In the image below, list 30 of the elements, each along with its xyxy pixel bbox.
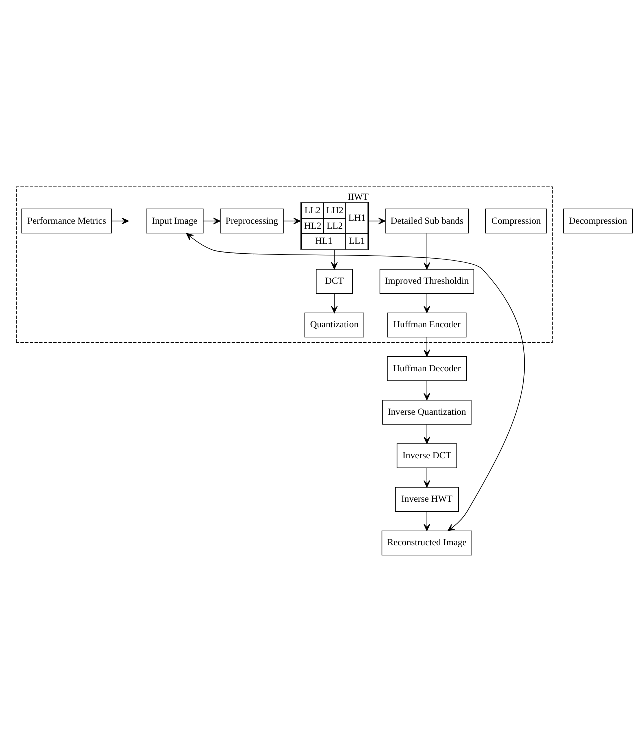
node-box: Performance Metrics (22, 208, 112, 234)
arrow (283, 217, 301, 224)
node-box: Reconstructed Image (382, 530, 472, 556)
arrow (203, 217, 221, 224)
node-box: Huffman Encoder (388, 312, 467, 338)
arrow (424, 424, 430, 444)
arrow (424, 336, 430, 356)
node-box: DCT (316, 268, 354, 294)
node-box: Quantization (304, 312, 364, 338)
node-box: Inverse Quantization (382, 400, 472, 424)
arrow (331, 293, 338, 313)
node-box: Detailed Sub bands (385, 208, 470, 234)
arrow (424, 467, 430, 488)
arrow (331, 249, 338, 270)
node-box: Improved Thresholdin (380, 268, 474, 294)
arrow (424, 511, 430, 531)
node-box: Huffman Decoder (387, 356, 468, 381)
arrow (186, 232, 526, 531)
arrow (424, 232, 430, 270)
arrow (424, 380, 430, 400)
node-box: Inverse HWT (395, 486, 459, 512)
node-box: Decompression (563, 208, 634, 234)
node-box: Preprocessing (220, 208, 284, 234)
node-box: Inverse DCT (396, 443, 458, 468)
node-box: Input Image (146, 208, 204, 234)
arrow (368, 217, 386, 224)
cluster (16, 186, 553, 342)
arrow (424, 293, 430, 313)
node-box: Compression (486, 208, 548, 234)
node-label: IIWT (348, 192, 369, 202)
